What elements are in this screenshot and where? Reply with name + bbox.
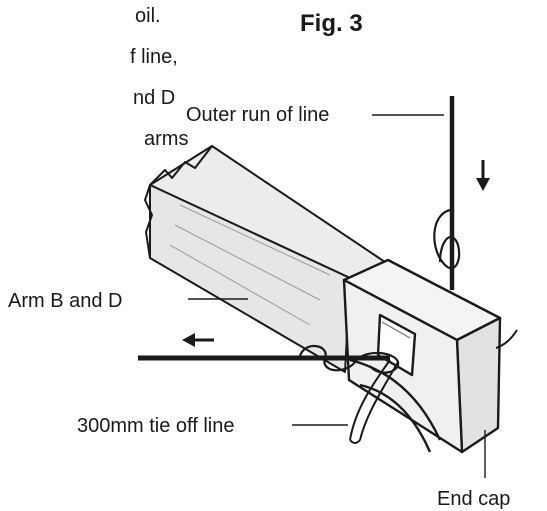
- end-cap: [342, 258, 502, 454]
- outer-run-line: [433, 96, 461, 290]
- tie-off-line: [349, 359, 399, 444]
- label-end-cap: End cap: [437, 488, 511, 510]
- figure-title: Fig. 3: [300, 10, 363, 37]
- label-arm-b-and-d: Arm B and D: [8, 290, 123, 312]
- label-tie-off-line: 300mm tie off line: [77, 415, 235, 437]
- intro-text-line-2: f line,: [130, 46, 178, 68]
- label-outer-run-of-line: Outer run of line: [186, 104, 330, 126]
- left-arrow-icon: [182, 333, 214, 347]
- intro-text-line-3: nd D: [133, 87, 176, 109]
- down-arrow-icon: [476, 160, 490, 191]
- intro-text-line-4: arms: [144, 128, 189, 150]
- intro-text-line-1: oil.: [135, 5, 161, 27]
- arm-tube: [144, 145, 386, 373]
- leader-lines: [188, 114, 486, 478]
